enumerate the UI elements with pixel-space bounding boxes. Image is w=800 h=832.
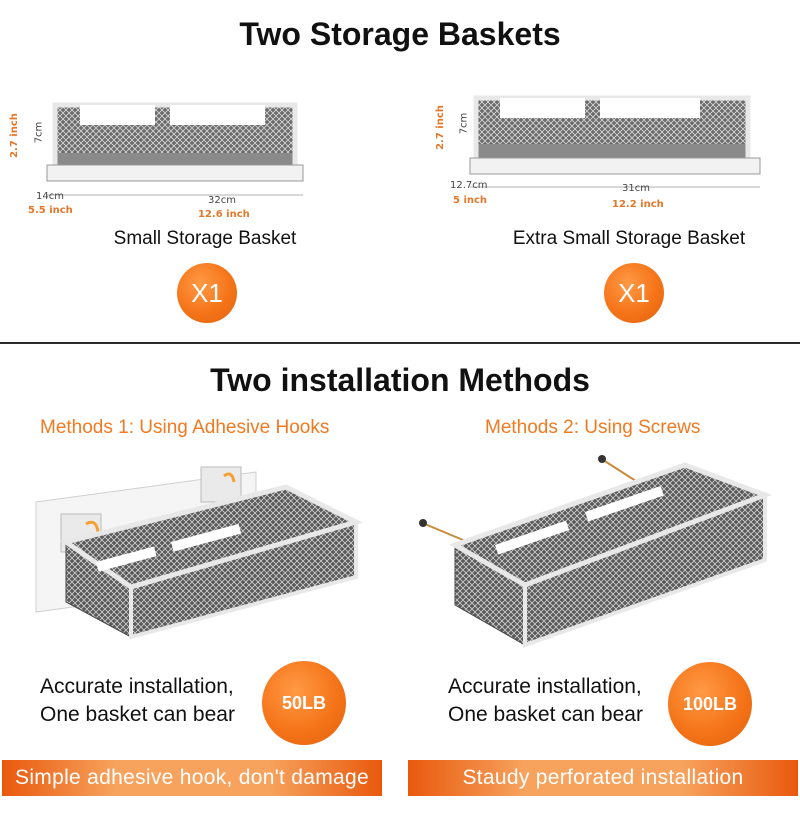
xsmall-height-inch: 2.7 inch <box>434 105 446 150</box>
method1-line1: Accurate installation, <box>40 675 234 698</box>
method2-line1: Accurate installation, <box>448 675 642 698</box>
xsmall-depth-inch: 5 inch <box>453 195 488 206</box>
small-depth-cm: 14cm <box>36 191 64 202</box>
small-basket-image <box>46 102 304 196</box>
xsmall-length-cm: 31cm <box>622 183 650 194</box>
method2-heading: Methods 2: Using Screws <box>485 417 701 438</box>
section-divider <box>0 342 800 344</box>
method2-banner: Staudy perforated installation <box>408 760 798 796</box>
method1-weight-badge: 50LB <box>262 661 346 745</box>
adhesive-hook-basket-image <box>35 466 363 640</box>
method1-heading: Methods 1: Using Adhesive Hooks <box>40 417 330 438</box>
method1-accurate-text: Accurate installation, One basket can be… <box>40 673 235 729</box>
xsmall-height-cm: 7cm <box>458 112 470 135</box>
method1-line2: One basket can bear <box>40 703 235 726</box>
small-length-inch: 12.6 inch <box>198 209 250 220</box>
method2-line2: One basket can bear <box>448 703 643 726</box>
section-title-installation: Two installation Methods <box>210 362 590 398</box>
small-length-cm: 32cm <box>208 195 236 206</box>
xsmall-length-inch: 12.2 inch <box>612 199 664 210</box>
xsmall-basket-caption: Extra Small Storage Basket <box>512 228 746 249</box>
small-basket-caption: Small Storage Basket <box>113 228 297 249</box>
small-depth-inch: 5.5 inch <box>28 205 73 216</box>
xsmall-depth-cm: 12.7cm <box>450 180 488 191</box>
small-height-inch: 2.7 inch <box>8 113 20 158</box>
xsmall-basket-image <box>469 95 761 188</box>
screw-basket-image <box>419 455 773 648</box>
xsmall-qty-badge: X1 <box>604 263 664 323</box>
method2-accurate-text: Accurate installation, One basket can be… <box>448 673 643 729</box>
small-height-cm: 7cm <box>33 121 45 144</box>
small-qty-badge: X1 <box>177 263 237 323</box>
method2-weight-badge: 100LB <box>668 662 752 746</box>
section-title-baskets: Two Storage Baskets <box>239 16 561 52</box>
method1-banner: Simple adhesive hook, don't damage wall <box>2 760 382 825</box>
